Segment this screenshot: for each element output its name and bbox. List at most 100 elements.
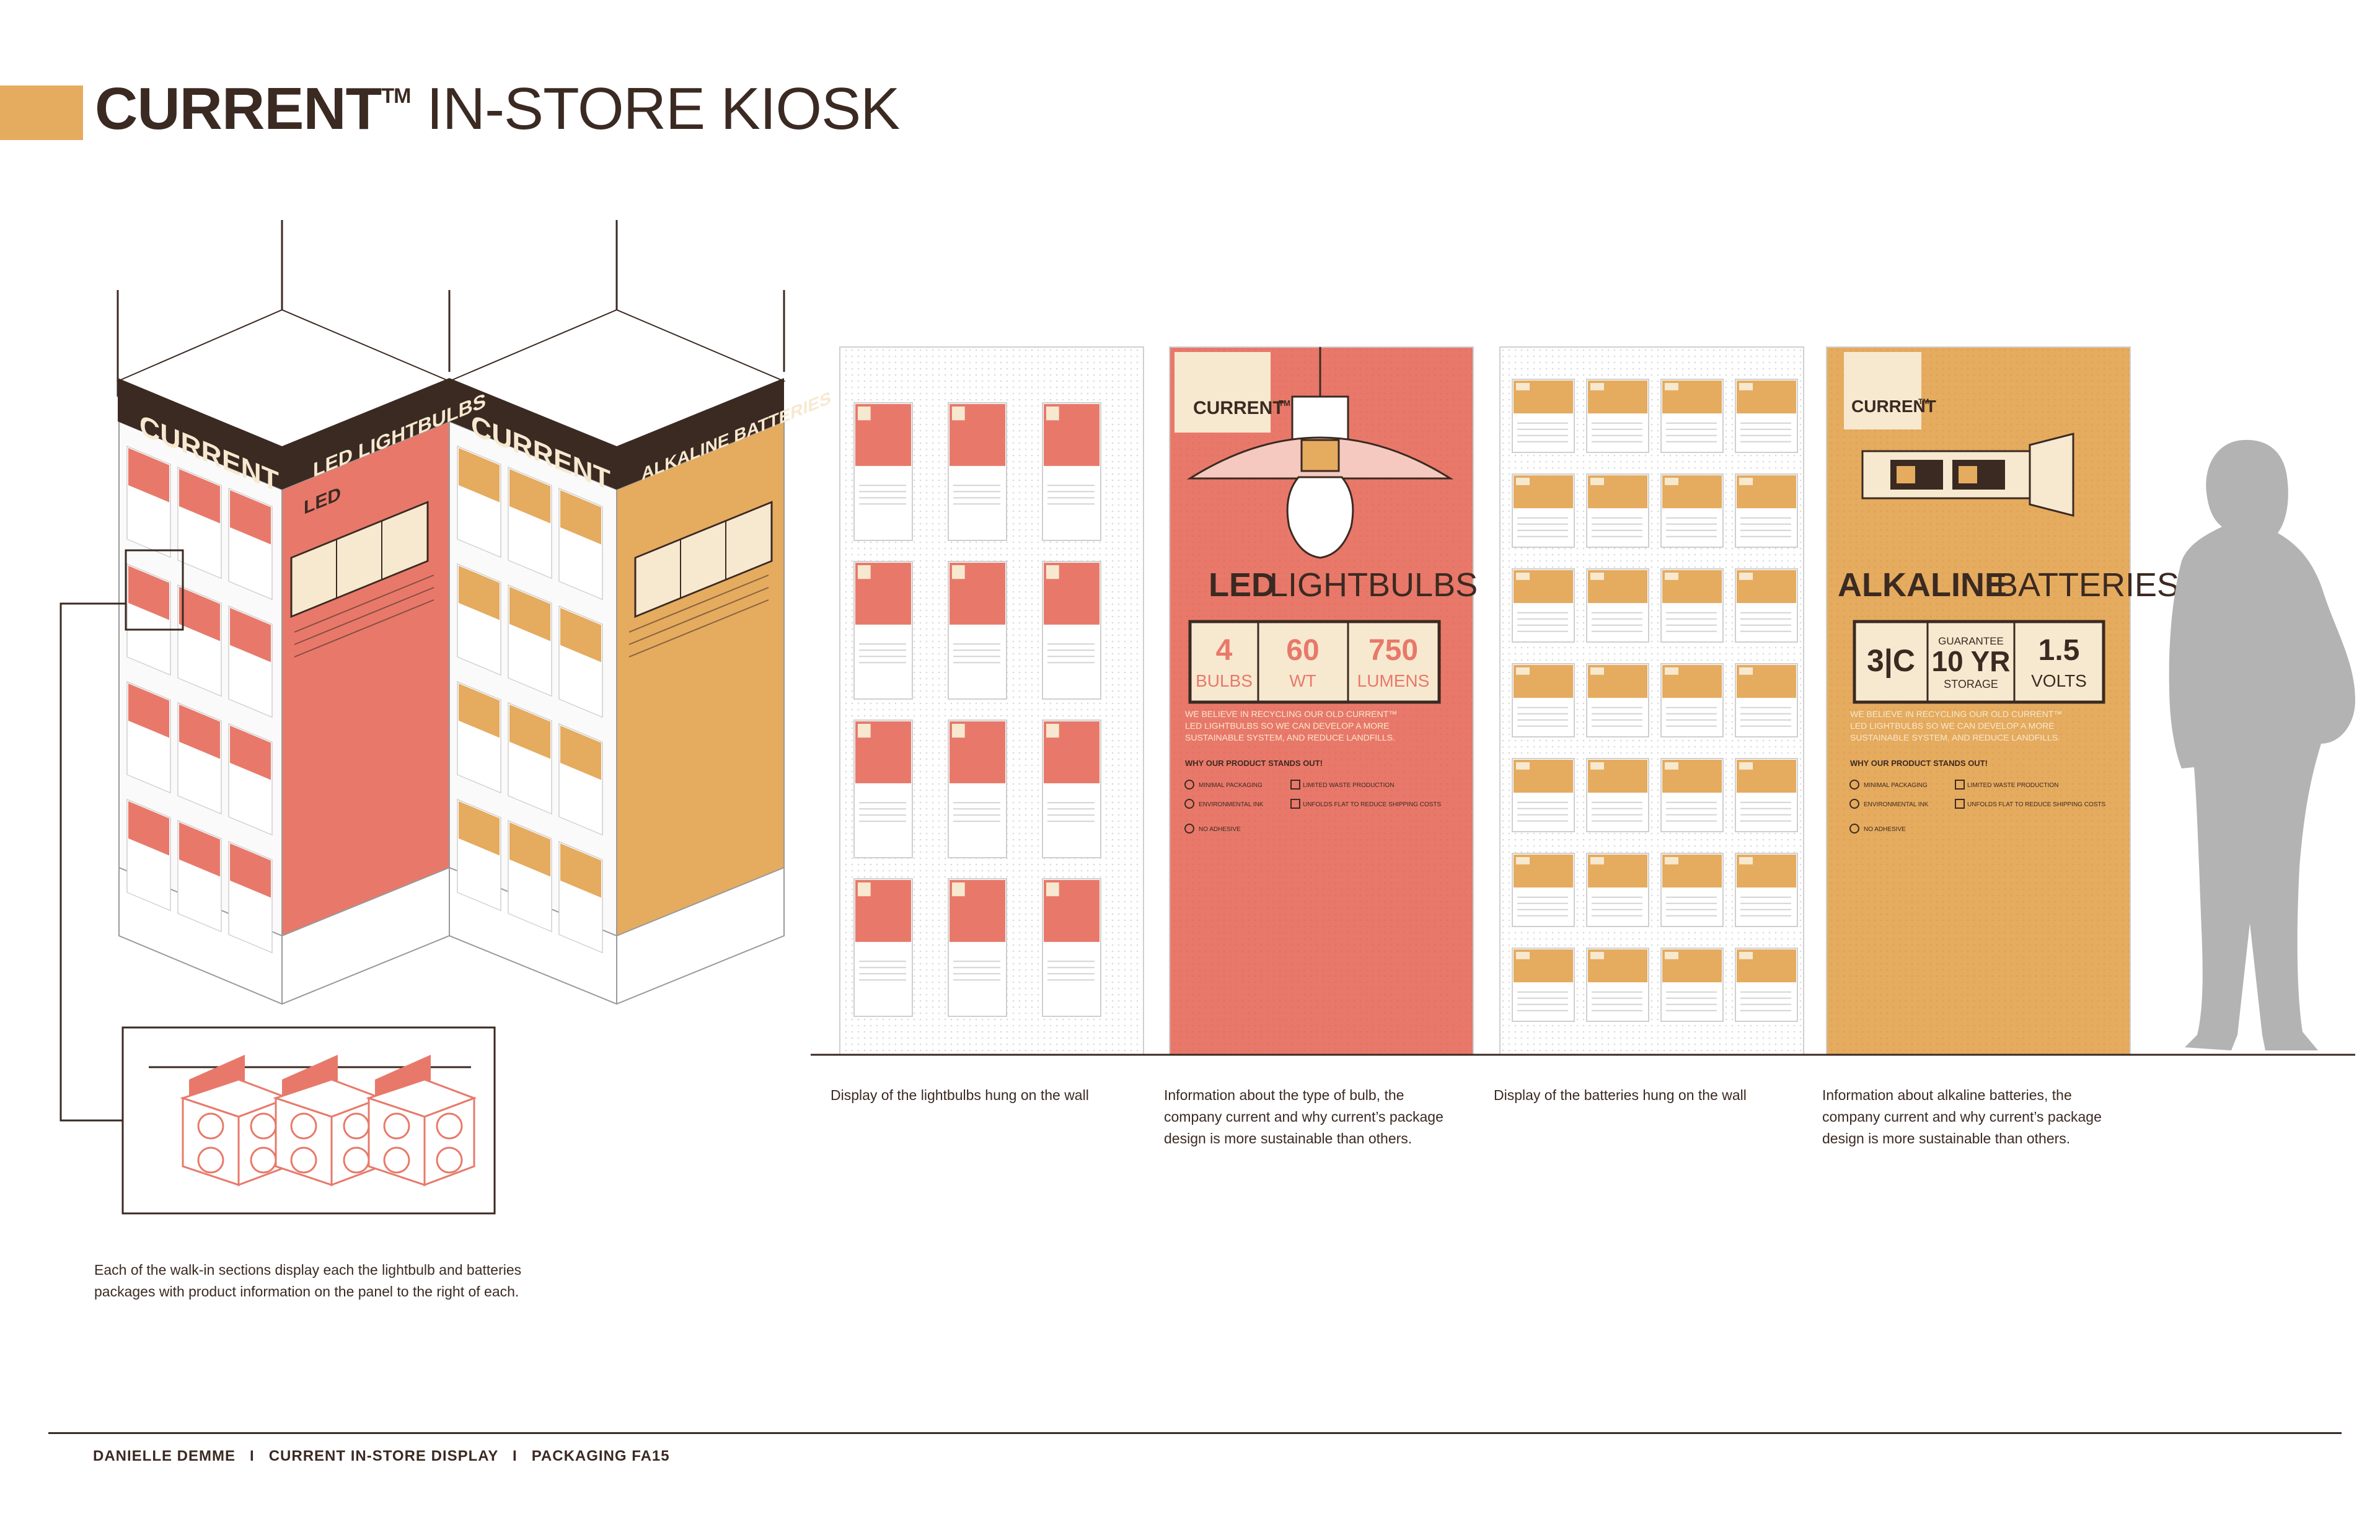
battery-features: MINIMAL PACKAGING LIMITED WASTE PRODUCTI… — [1849, 780, 2106, 834]
stat-guarantee-label: GUARANTEE — [1938, 635, 2004, 647]
stat-storage-unit: STORAGE — [1944, 678, 1998, 690]
caption-panel1-line: Display of the lightbulbs hung on the wa… — [831, 1087, 1089, 1103]
package-card — [1586, 758, 1649, 832]
kiosk-battery-info-wall — [616, 420, 785, 937]
kiosk-card — [228, 840, 273, 954]
package-card — [948, 402, 1007, 541]
kiosk-card — [457, 680, 501, 794]
package-card — [1512, 853, 1575, 927]
package-card — [1586, 853, 1649, 927]
battery-why-title: WHY OUR PRODUCT STANDS OUT! — [1850, 759, 1988, 768]
package-card — [1586, 568, 1649, 643]
feature-icon — [1184, 799, 1194, 809]
footer: DANIELLE DEMME I CURRENT IN-STORE DISPLA… — [93, 1448, 670, 1465]
battery-feature-1: MINIMAL PACKAGING — [1864, 782, 1928, 789]
kiosk-card — [228, 487, 273, 601]
lamp-icon — [1186, 347, 1454, 559]
battery-panel-brand: CURRENT — [1851, 397, 1936, 416]
package-card — [1735, 379, 1798, 453]
lightbulb-brand-tab — [1175, 352, 1271, 433]
battery-panel-title-bold: ALKALINE — [1838, 566, 2007, 604]
package-card — [1586, 663, 1649, 737]
kiosk-card — [508, 466, 552, 579]
caption-panel4-line: Information about alkaline batteries, th… — [1822, 1087, 2072, 1103]
kiosk-card — [126, 680, 171, 794]
package-card — [1512, 568, 1575, 643]
stat-volts-unit: VOLTS — [2031, 671, 2087, 690]
package-card — [1512, 948, 1575, 1022]
package-card — [1660, 473, 1724, 548]
kiosk-floor — [118, 868, 785, 1005]
lightbulb-feature-2: LIMITED WASTE PRODUCTION — [1303, 782, 1394, 789]
caption-panel4-line: design is more sustainable than others. — [1822, 1130, 2071, 1146]
package-card — [1735, 948, 1798, 1022]
stat-wt-value: 60 — [1286, 634, 1319, 667]
flashlight-icon — [1861, 433, 2074, 517]
title-accent-bar — [0, 86, 83, 140]
battery-body-text: WE BELIEVE IN RECYCLING OUR OLD CURRENT™… — [1850, 709, 2062, 742]
stat-cells-value: 3|C — [1867, 643, 1915, 679]
caption-panel2-line: company current and why current’s packag… — [1164, 1109, 1443, 1125]
package-card — [948, 719, 1007, 858]
feature-icon — [1955, 799, 1965, 809]
package-card — [1660, 758, 1724, 832]
feature-icon — [1849, 780, 1859, 790]
package-card — [1735, 568, 1798, 643]
kiosk-card — [126, 563, 171, 676]
caption-panel4-line: company current and why current’s packag… — [1822, 1109, 2102, 1125]
lightbulb-feature-5: NO ADHESIVE — [1199, 826, 1241, 833]
battery-feature-3: ENVIRONMENTAL INK — [1864, 801, 1929, 808]
feature-icon — [1849, 824, 1859, 834]
package-card — [1042, 561, 1101, 700]
kiosk-card — [508, 702, 552, 815]
kiosk-band-left — [118, 378, 282, 490]
lightbulb-body-2: LED LIGHTBULBS SO WE CAN DEVELOP A MORE — [1185, 721, 1390, 731]
caption-panel3-line: Display of the batteries hung on the wal… — [1494, 1087, 1747, 1103]
title-tm: TM — [381, 84, 411, 108]
kiosk-card — [228, 723, 273, 836]
title-subject: IN-STORE KIOSK — [410, 76, 900, 142]
caption-kiosk-line: Each of the walk-in sections display eac… — [94, 1262, 522, 1278]
stat-wt-unit: WT — [1289, 671, 1316, 690]
battery-panel-title-light: BATTERIES — [1996, 566, 2179, 604]
kiosk-card — [177, 702, 222, 815]
kiosk-card — [177, 584, 222, 697]
stat-lumens-value: 750 — [1368, 634, 1418, 667]
caption-kiosk-line: packages with product information on the… — [94, 1283, 519, 1300]
package-card — [1512, 379, 1575, 453]
footer-separator: I — [250, 1448, 255, 1464]
battery-feature-2: LIMITED WASTE PRODUCTION — [1967, 782, 2058, 789]
package-card — [1512, 758, 1575, 832]
kiosk-band-left-2 — [449, 378, 617, 490]
battery-body-3: SUSTAINABLE SYSTEM, AND REDUCE LANDFILLS… — [1850, 733, 2060, 742]
feature-icon — [1184, 824, 1194, 834]
footer-separator: I — [513, 1448, 518, 1464]
package-card — [1735, 758, 1798, 832]
caption-panel2-line: design is more sustainable than others. — [1164, 1130, 1413, 1146]
title-brand: CURRENT — [95, 76, 382, 142]
kiosk-card — [126, 445, 171, 558]
package-card — [1042, 878, 1101, 1017]
battery-package-grid — [1512, 379, 1798, 1022]
kiosk-lightbulb-cards — [126, 445, 273, 954]
caption-lightbulb-display: Display of the lightbulbs hung on the wa… — [831, 1085, 1089, 1106]
lightbulb-stats-box: 4 BULBS 60 WT 750 LUMENS — [1188, 620, 1441, 704]
lightbulb-feature-3: ENVIRONMENTAL INK — [1199, 801, 1264, 808]
battery-stats-box: 3|C GUARANTEE 10 YR STORAGE 1.5 VOLTS — [1853, 620, 2105, 704]
package-card — [1512, 473, 1575, 548]
lightbulb-why-title: WHY OUR PRODUCT STANDS OUT! — [1185, 759, 1323, 768]
package-card — [1660, 663, 1724, 737]
footer-project: CURRENT IN-STORE DISPLAY — [268, 1448, 498, 1464]
caption-battery-info: Information about alkaline batteries, th… — [1822, 1085, 2102, 1150]
package-card — [1660, 948, 1724, 1022]
lightbulb-feature-1: MINIMAL PACKAGING — [1199, 782, 1263, 789]
kiosk-card — [177, 466, 222, 579]
kiosk-card — [457, 563, 501, 676]
package-card — [853, 561, 913, 700]
kiosk-band-right-2 — [617, 378, 784, 490]
package-card — [948, 878, 1007, 1017]
feature-icon — [1290, 799, 1300, 809]
stat-bulbs-unit: BULBS — [1196, 671, 1253, 690]
detail-highlight-box — [125, 549, 184, 631]
package-card — [1735, 473, 1798, 548]
